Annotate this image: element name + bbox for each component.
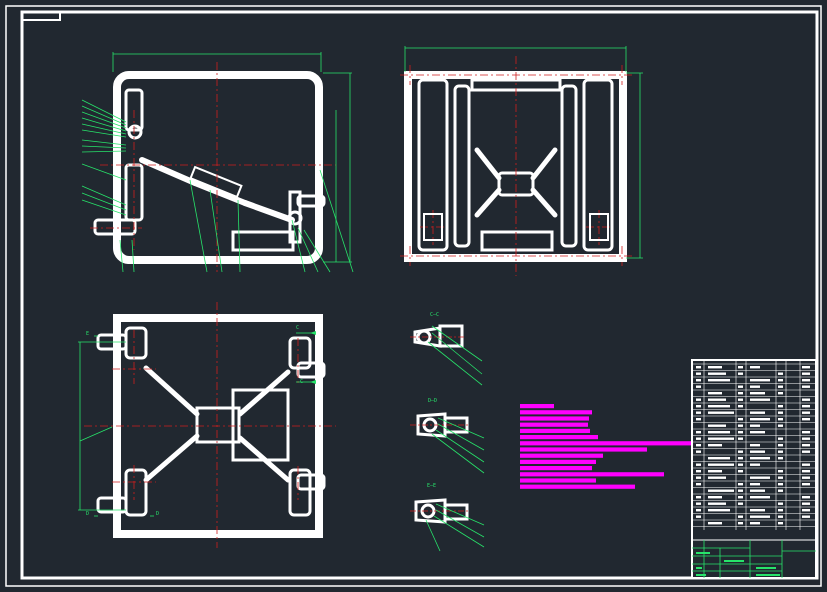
front-view	[81, 52, 354, 273]
top-view	[78, 302, 336, 548]
section-e	[410, 498, 485, 552]
requirement-line	[520, 459, 596, 464]
requirement-line	[520, 428, 590, 433]
requirement-line	[520, 416, 589, 421]
section-d	[410, 412, 485, 474]
requirement-line	[520, 410, 592, 415]
requirement-line	[520, 404, 554, 409]
view-marker-e: E	[86, 331, 90, 337]
requirement-line	[520, 484, 635, 489]
view-marker-d2: D	[156, 511, 160, 517]
requirement-line	[520, 472, 664, 477]
requirement-line	[520, 447, 647, 452]
view-marker-d1: D	[86, 511, 90, 517]
view-marker-c1: C	[296, 325, 300, 331]
section-c	[410, 324, 483, 386]
section-e-title: E—E	[427, 483, 437, 489]
section-c-title: C—C	[430, 312, 440, 318]
view-marker-c2: C	[300, 379, 304, 385]
side-view	[400, 46, 643, 276]
technical-requirements	[520, 404, 691, 489]
requirement-line	[520, 478, 596, 483]
requirement-line	[520, 441, 691, 446]
requirement-line	[520, 453, 603, 458]
title-block	[691, 359, 817, 579]
drawing-frame	[5, 5, 822, 587]
section-d-title: D—D	[428, 398, 438, 404]
requirement-line	[520, 422, 588, 427]
requirement-line	[520, 435, 598, 440]
requirement-line	[520, 466, 592, 471]
